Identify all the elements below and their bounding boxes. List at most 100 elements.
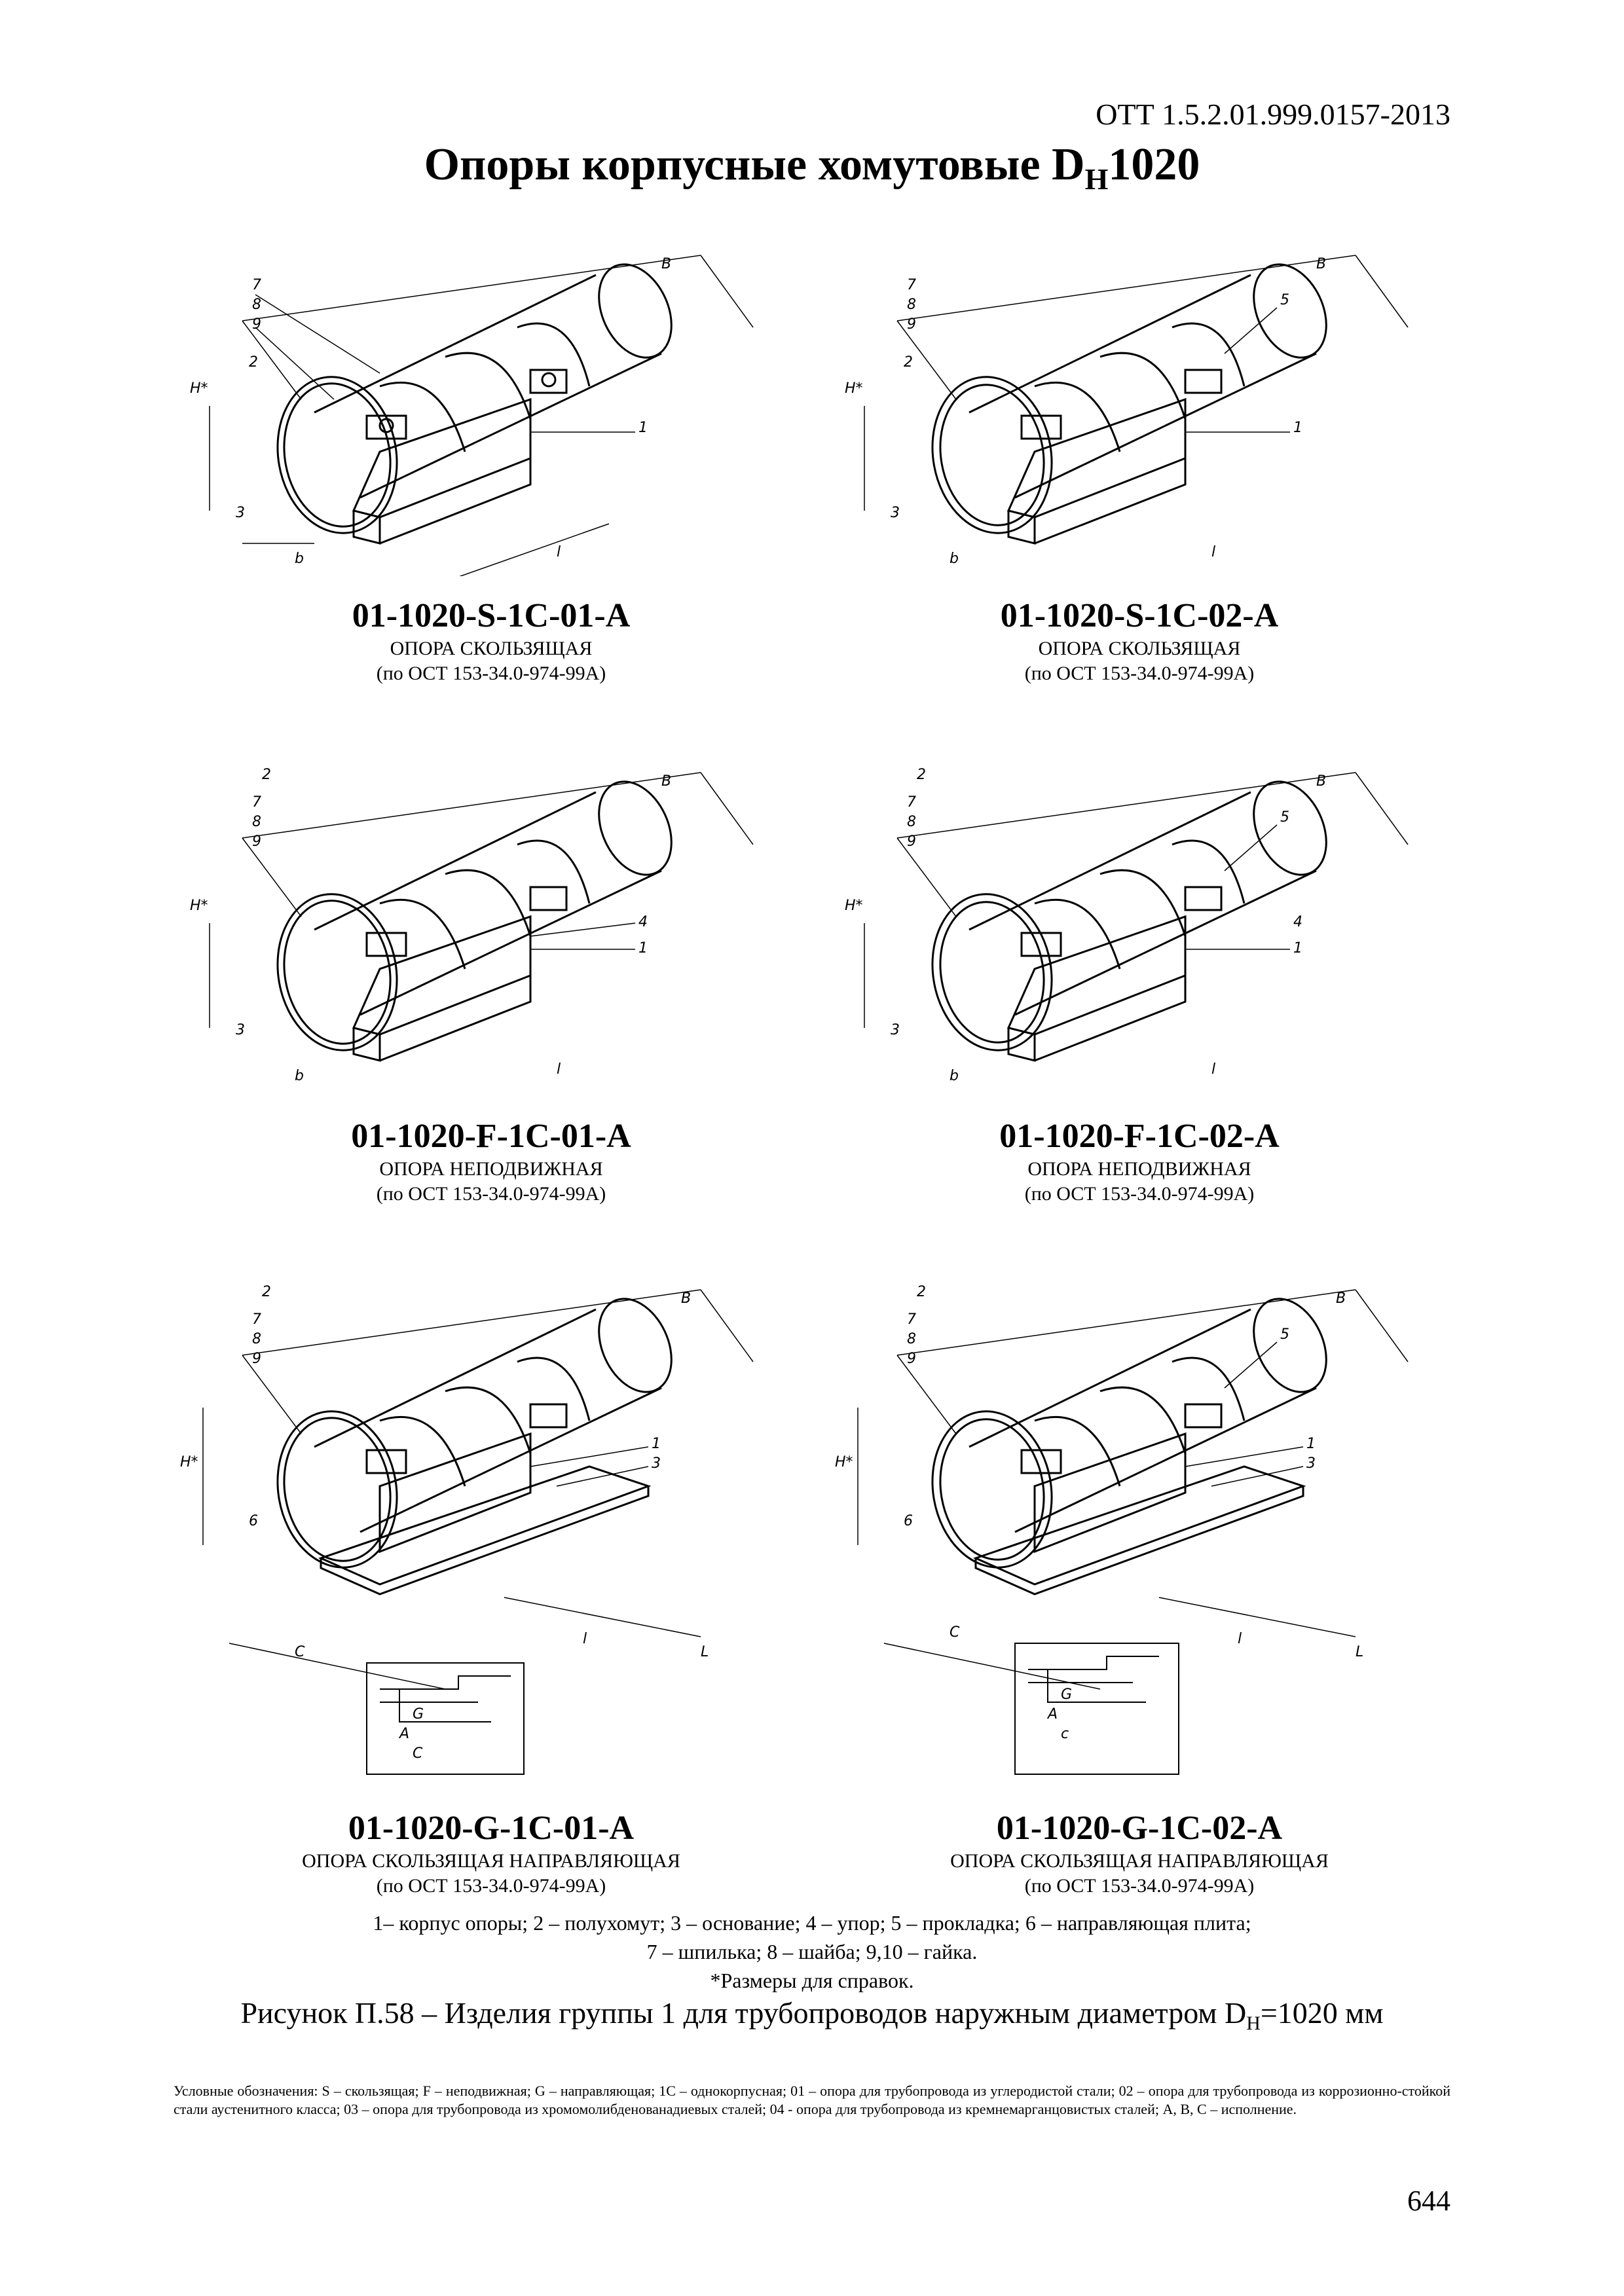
callout-8: 8: [907, 814, 916, 830]
callout-7: 7: [907, 794, 916, 811]
callout-2: 2: [917, 1284, 926, 1300]
callout-1: 1: [638, 420, 648, 436]
support-drawing-6: 2 7 8 9 5 1 3 6 В Н* С l L G А с: [819, 1270, 1473, 1781]
title-subscript: Н: [1084, 162, 1109, 196]
callout-2: 2: [249, 354, 258, 371]
dim-l: l: [1211, 1061, 1215, 1078]
figure-caption-2: 01-1020-S-1C-02-A ОПОРА СКОЛЬЗЯЩАЯ (по О…: [779, 596, 1500, 686]
page-number: 644: [1407, 2185, 1450, 2217]
callout-9: 9: [907, 1351, 916, 1367]
dim-b: b: [295, 1068, 304, 1084]
detail-G: G: [1061, 1686, 1072, 1703]
figure-caption-tail: =1020 мм: [1260, 1996, 1384, 2030]
title-tail: 1020: [1108, 139, 1200, 190]
figure-code: 01-1020-F-1C-01-A: [351, 1118, 631, 1155]
callout-9: 9: [252, 316, 261, 333]
dim-L: L: [1356, 1644, 1363, 1660]
figure-name: ОПОРА СКОЛЬЗЯЩАЯ НАПРАВЛЯЮЩАЯ: [302, 1850, 680, 1872]
legend-line: 1– корпус опоры; 2 – полухомут; 3 – осно…: [373, 1911, 1251, 1935]
dim-H: Н*: [190, 380, 208, 397]
callout-7: 7: [252, 794, 261, 811]
figure-standard: (по ОСТ 153-34.0-974-99А): [376, 1875, 606, 1897]
legend-line: 7 – шпилька; 8 – шайба; 9,10 – гайка.: [646, 1940, 978, 1963]
callout-8: 8: [907, 297, 916, 313]
detail-G: G: [413, 1706, 424, 1722]
dim-C: С: [295, 1644, 305, 1660]
figure-name: ОПОРА СКОЛЬЗЯЩАЯ НАПРАВЛЯЮЩАЯ: [950, 1850, 1329, 1872]
detail-C: С: [413, 1745, 423, 1762]
detail-A: А: [398, 1726, 409, 1742]
dim-L: L: [701, 1644, 709, 1660]
dim-B: В: [661, 773, 671, 790]
figure-code: 01-1020-G-1C-01-A: [348, 1810, 635, 1847]
dim-l: l: [557, 544, 561, 560]
figure-caption-4: 01-1020-F-1C-02-A ОПОРА НЕПОДВИЖНАЯ (по …: [779, 1116, 1500, 1207]
dim-B: В: [1336, 1290, 1346, 1307]
dim-B: В: [681, 1290, 691, 1307]
callout-3: 3: [236, 505, 245, 521]
figure-caption-5: 01-1020-G-1C-01-A ОПОРА СКОЛЬЗЯЩАЯ НАПРА…: [131, 1808, 851, 1899]
page-title: Опоры корпусные хомутовые DН1020: [0, 139, 1624, 196]
dim-b: b: [950, 551, 959, 567]
figure-caption-subscript: Н: [1246, 2013, 1261, 2035]
callout-3: 3: [891, 1022, 900, 1038]
figure-name: ОПОРА НЕПОДВИЖНАЯ: [1027, 1158, 1251, 1180]
callout-3: 3: [236, 1022, 245, 1038]
callout-4: 4: [1293, 914, 1302, 930]
figure-code: 01-1020-S-1C-01-A: [352, 597, 631, 634]
figure-code: 01-1020-F-1C-02-A: [999, 1118, 1280, 1155]
figure-standard: (по ОСТ 153-34.0-974-99А): [376, 663, 606, 684]
callout-1: 1: [1293, 420, 1302, 436]
callout-4: 4: [638, 914, 648, 930]
footnote: Условные обозначения: S – скользящая; F …: [174, 2083, 1450, 2117]
callout-9: 9: [907, 833, 916, 850]
callout-9: 9: [907, 316, 916, 333]
dim-H: Н*: [190, 898, 208, 914]
callout-5: 5: [1280, 809, 1289, 826]
callout-6: 6: [249, 1513, 258, 1529]
callout-7: 7: [907, 277, 916, 293]
dim-B: В: [661, 256, 671, 272]
figure-caption-main: Рисунок П.58 – Изделия группы 1 для труб…: [240, 1996, 1247, 2030]
dim-H: Н*: [845, 380, 863, 397]
callout-1: 1: [638, 940, 648, 957]
callout-2: 2: [262, 1284, 271, 1300]
support-drawing-5: 2 7 8 9 1 3 6 В Н* С l L G А С: [164, 1270, 819, 1781]
parts-legend: 1– корпус опоры; 2 – полухомут; 3 – осно…: [0, 1908, 1624, 1995]
callout-9: 9: [252, 1351, 261, 1367]
figure-caption-1: 01-1020-S-1C-01-A ОПОРА СКОЛЬЗЯЩАЯ (по О…: [131, 596, 851, 686]
callout-7: 7: [252, 1311, 261, 1328]
support-drawing-2: 7 8 9 2 5 1 3 В Н* b l: [819, 236, 1473, 576]
callout-2: 2: [917, 767, 926, 783]
dim-B: В: [1316, 256, 1326, 272]
figure-name: ОПОРА НЕПОДВИЖНАЯ: [379, 1158, 603, 1180]
dim-l: l: [583, 1631, 587, 1647]
callout-8: 8: [252, 1331, 261, 1347]
figure-standard: (по ОСТ 153-34.0-974-99А): [1024, 1183, 1255, 1205]
support-drawing-3: 2 7 8 9 4 1 3 В Н* b l: [164, 753, 819, 1093]
title-main: Опоры корпусные хомутовые D: [424, 139, 1085, 190]
dim-l: l: [557, 1061, 561, 1078]
figure-standard: (по ОСТ 153-34.0-974-99А): [1024, 663, 1255, 684]
detail-c: с: [1061, 1726, 1069, 1742]
dim-H: Н*: [180, 1454, 198, 1470]
callout-2: 2: [904, 354, 913, 371]
support-drawing-svg: 7 8 9 2 1 3 В Н* b l: [190, 255, 754, 629]
callout-5: 5: [1280, 292, 1289, 308]
callout-8: 8: [252, 297, 261, 313]
callout-3: 3: [652, 1455, 661, 1472]
callout-9: 9: [252, 833, 261, 850]
figure-standard: (по ОСТ 153-34.0-974-99А): [1024, 1875, 1255, 1897]
callout-7: 7: [252, 277, 261, 293]
callout-1: 1: [1293, 940, 1302, 957]
callout-5: 5: [1280, 1326, 1289, 1343]
figure-code: 01-1020-S-1C-02-A: [1000, 597, 1279, 634]
figure-caption-6: 01-1020-G-1C-02-A ОПОРА СКОЛЬЗЯЩАЯ НАПРА…: [779, 1808, 1500, 1899]
dim-H: Н*: [835, 1454, 853, 1470]
callout-8: 8: [252, 814, 261, 830]
dim-b: b: [950, 1068, 959, 1084]
dim-b: b: [295, 551, 304, 567]
dim-l: l: [1238, 1631, 1242, 1647]
callout-7: 7: [907, 1311, 916, 1328]
callout-3: 3: [1306, 1455, 1316, 1472]
